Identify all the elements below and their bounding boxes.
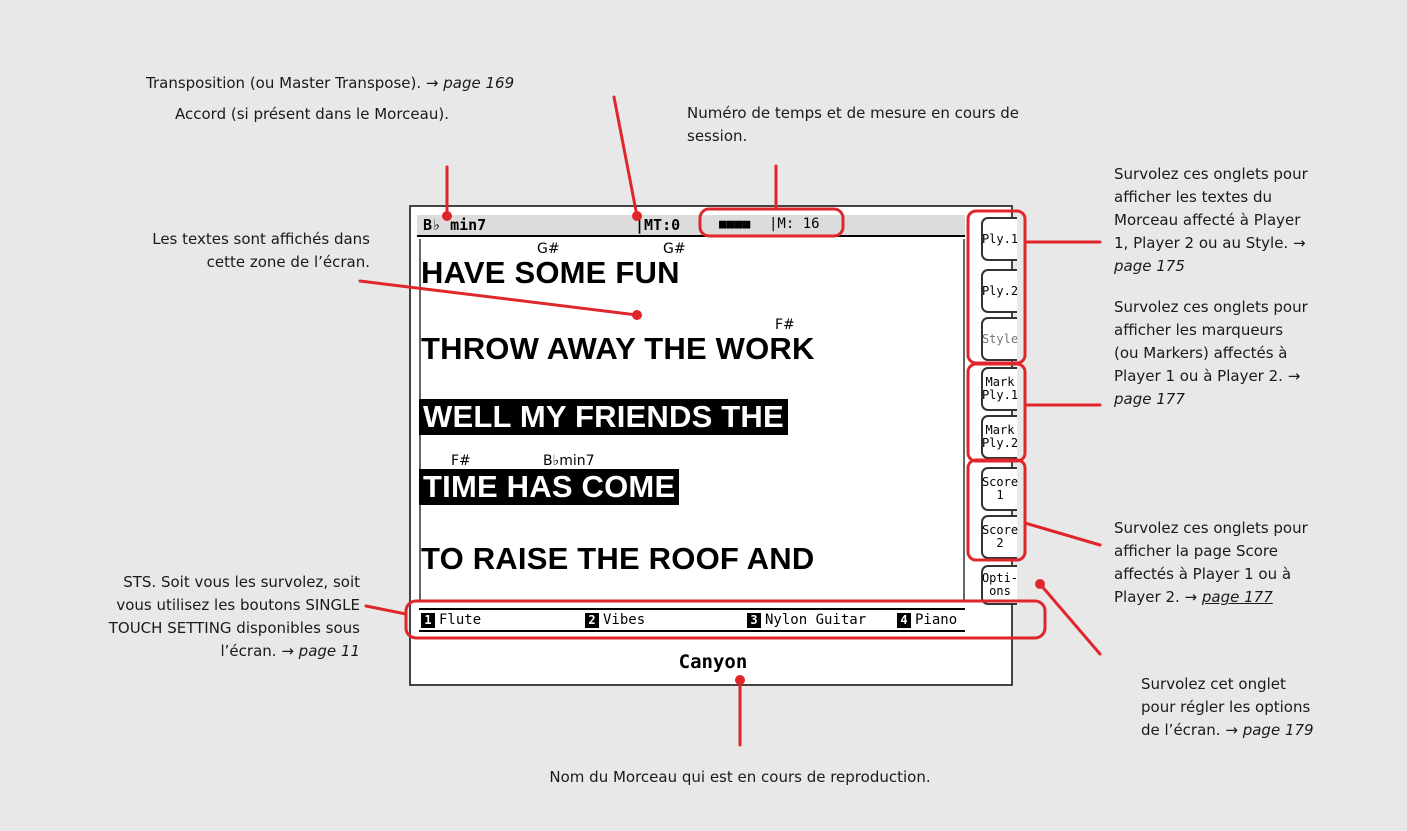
- measure-counter: |M: 16: [769, 216, 820, 232]
- chord-label: B♭min7: [543, 453, 595, 469]
- sts-label: Piano: [915, 612, 958, 628]
- lyrics-zone-note: Les textes sont affichés dans cette zone…: [152, 230, 370, 271]
- options-tab-note: Survolez cet onglet pour régler les opti…: [1141, 675, 1314, 739]
- tab-player-2[interactable]: Ply.2: [981, 269, 1018, 313]
- tab-marker-player-2[interactable]: Mark Ply.2: [981, 415, 1018, 459]
- lyrics-screen: B♭ min7 |MT:0 ■■■■ |M: 16 G# G# HAVE SOM…: [409, 205, 1018, 686]
- callout-line: [612, 95, 639, 218]
- callout-line: [1038, 582, 1102, 656]
- markers-tabs-note: Survolez ces onglets pour afficher les m…: [1114, 298, 1308, 408]
- tab-player-1[interactable]: Ply.1: [981, 217, 1018, 261]
- sts-label: Flute: [439, 612, 482, 628]
- song-name: Canyon: [678, 651, 748, 673]
- master-transpose: |MT:0: [635, 216, 681, 234]
- beat-measure-note: Numéro de temps et de mesure en cours de…: [687, 104, 1020, 145]
- tab-score-2[interactable]: Score 2: [981, 515, 1018, 559]
- transposition-note: Transposition (ou Master Transpose). → p…: [146, 74, 515, 92]
- status-bar: B♭ min7 |MT:0 ■■■■ |M: 16: [417, 215, 965, 237]
- callout-line: [364, 604, 408, 616]
- lyric-line-current: WELL MY FRIENDS THE: [419, 399, 788, 435]
- sts-number: 2: [585, 612, 599, 628]
- lyric-line: TO RAISE THE ROOF AND: [421, 541, 815, 576]
- sts-label: Vibes: [603, 612, 646, 628]
- sts-note: STS. Soit vous les survolez, soit vous u…: [108, 573, 360, 660]
- tab-options[interactable]: Opti- ons: [981, 565, 1018, 605]
- sts-label: Nylon Guitar: [765, 612, 867, 628]
- callout-line: [1023, 521, 1102, 547]
- chord-label: F#: [775, 317, 795, 333]
- chord-label: F#: [451, 453, 471, 469]
- current-chord: B♭ min7: [423, 216, 487, 234]
- chord-label: G#: [537, 241, 560, 257]
- chord-label: G#: [663, 241, 686, 257]
- song-name-note: Nom du Morceau qui est en cours de repro…: [549, 768, 931, 786]
- callout-dot: [1035, 579, 1045, 589]
- lyric-line: THROW AWAY THE WORK: [421, 331, 815, 366]
- beat-indicator: ■■■■: [719, 217, 751, 232]
- chord-note: Accord (si présent dans le Morceau).: [175, 105, 449, 123]
- tab-marker-player-1[interactable]: Mark Ply.1: [981, 367, 1018, 411]
- lyric-line: HAVE SOME FUN: [421, 255, 680, 290]
- score-tabs-note: Survolez ces onglets pour afficher la pa…: [1114, 519, 1308, 606]
- sts-number: 1: [421, 612, 435, 628]
- players-tabs-note: Survolez ces onglets pour afficher les t…: [1114, 165, 1308, 275]
- sts-number: 3: [747, 612, 761, 628]
- tab-score-1[interactable]: Score 1: [981, 467, 1018, 511]
- lyric-line-current: TIME HAS COME: [419, 469, 680, 505]
- tab-style[interactable]: Style: [981, 317, 1018, 361]
- sts-number: 4: [897, 612, 911, 628]
